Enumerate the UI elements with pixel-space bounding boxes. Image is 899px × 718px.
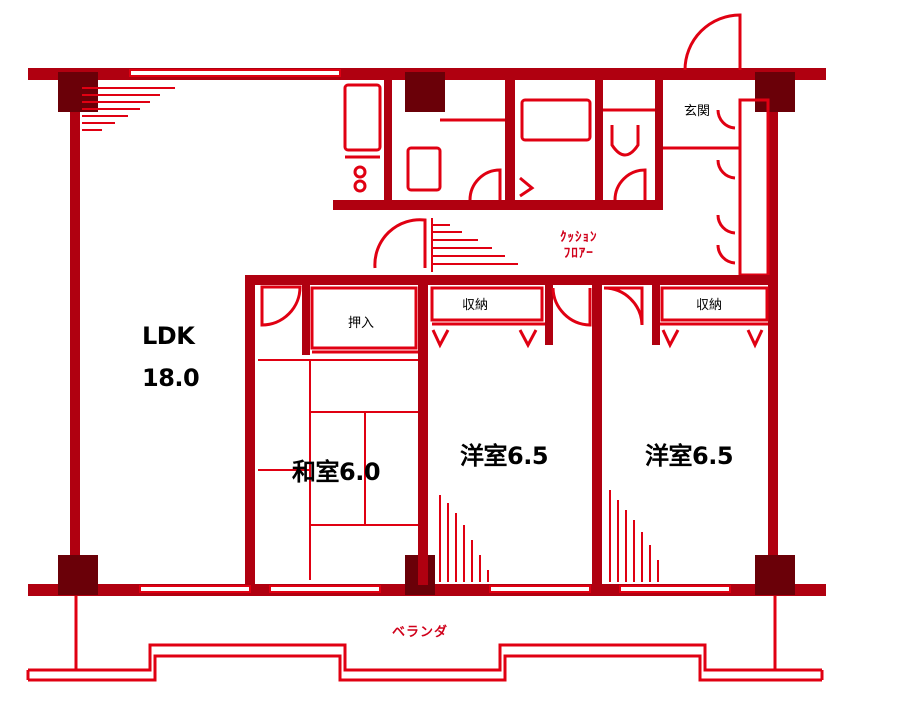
left-exterior-wall [70,80,80,585]
storage2-label: 収納 [696,298,723,313]
room-washitsu-label: 和室6.0 [292,458,381,486]
cushion-floor-line1: ｸｯｼｮﾝ [560,230,598,245]
room-ldk-size: 18.0 [142,364,200,392]
room-yoshitsu1-label: 洋室6.5 [460,442,549,470]
room-yoshitsu2-label: 洋室6.5 [645,442,734,470]
room-ldk-name: LDK [142,322,195,350]
entrance-label: 玄関 [684,104,711,119]
oshiire-label: 押入 [348,316,375,331]
right-exterior-wall [768,80,778,585]
cushion-floor-label: ｸｯｼｮﾝ ﾌﾛｱｰ [560,230,598,262]
storage1-label: 収納 [462,298,489,313]
veranda-label: ベランダ [392,625,449,640]
cushion-floor-line2: ﾌﾛｱｰ [563,246,594,261]
veranda-outline [26,596,824,682]
